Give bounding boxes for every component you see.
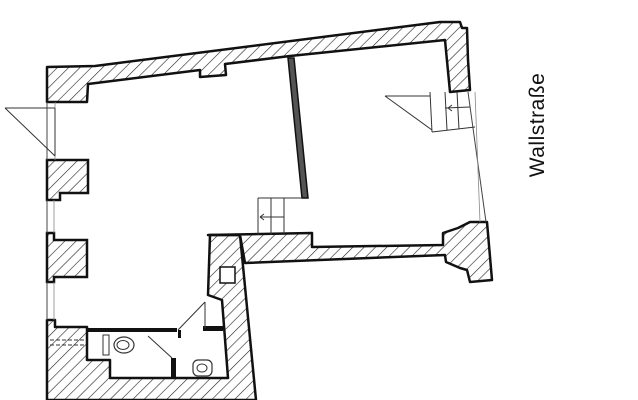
left-pier-1 (45, 158, 90, 202)
partition-wall (287, 57, 309, 199)
right-door-swing (384, 91, 476, 133)
street-name: Wallstraße (526, 72, 549, 178)
left-door-swing (4, 107, 56, 157)
chimney (219, 266, 236, 284)
street-label: Wallstraße (518, 50, 558, 200)
left-pier-2 (45, 231, 89, 284)
top-wall (45, 20, 472, 104)
stairs (257, 197, 302, 235)
middle-wall (206, 220, 494, 284)
wc-area (50, 301, 223, 378)
bottom-left-wall (45, 233, 258, 400)
